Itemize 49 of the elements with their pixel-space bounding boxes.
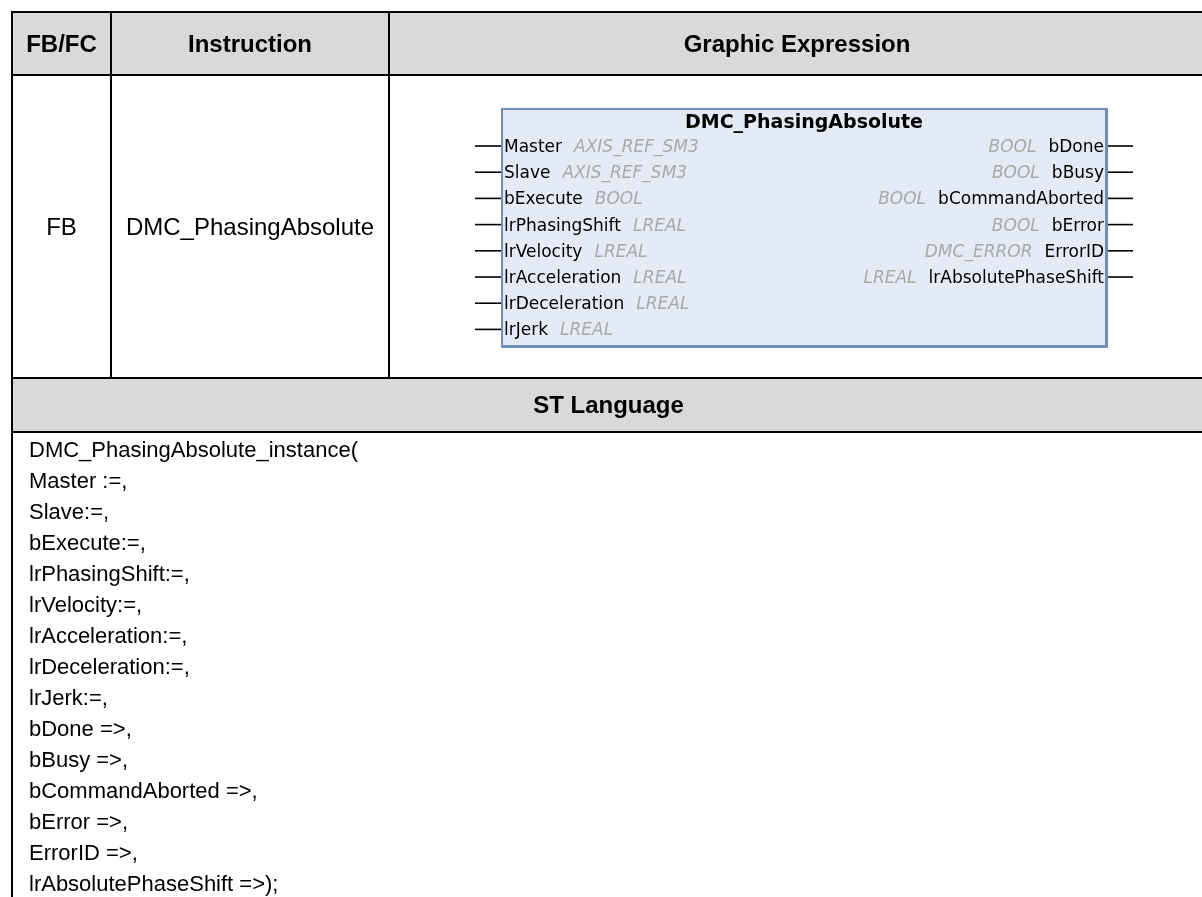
code-line: lrDeceleration:=, xyxy=(29,653,191,681)
code-line: lrPhasingShift:=, xyxy=(29,560,191,588)
code-line: bError =>, xyxy=(29,808,130,836)
output-pin-name: bError xyxy=(1051,213,1104,237)
header-cell: FB/FC xyxy=(11,11,112,76)
data-type: BOOL xyxy=(878,187,927,211)
input-pin-name: Slave xyxy=(504,161,551,185)
input-pin-name: lrAcceleration xyxy=(504,265,622,289)
data-type: LREAL xyxy=(632,213,687,237)
header-cell: Instruction xyxy=(110,11,390,76)
data-type: LREAL xyxy=(633,265,687,289)
output-pin-name: lrAbsolutePhaseShift xyxy=(928,265,1104,289)
data-type: AXIS_REF_SM3 xyxy=(562,161,688,185)
code-line: bDone =>, xyxy=(29,715,133,743)
code-line: lrAcceleration:=, xyxy=(29,622,189,650)
code-line: DMC_PhasingAbsolute_instance( xyxy=(29,436,359,464)
input-pin-name: lrDeceleration xyxy=(504,292,625,316)
code-line: ErrorID =>, xyxy=(29,839,139,867)
data-type: LREAL xyxy=(594,239,648,263)
data-type: BOOL xyxy=(991,161,1040,185)
code-line: bCommandAborted =>, xyxy=(29,777,259,805)
code-line: bBusy =>, xyxy=(29,746,130,774)
data-type: BOOL xyxy=(991,213,1040,237)
data-type: LREAL xyxy=(636,292,690,316)
header-cell: Graphic Expression xyxy=(388,11,1202,76)
input-pin-name: Master xyxy=(504,135,563,158)
data-type: AXIS_REF_SM3 xyxy=(574,135,699,159)
data-type: DMC_ERROR xyxy=(924,239,1033,264)
code-line: lrAbsolutePhaseShift =>); xyxy=(29,870,280,897)
data-type: BOOL xyxy=(988,135,1037,158)
input-pin-name: lrPhasingShift xyxy=(504,213,621,237)
code-line: lrJerk:=, xyxy=(29,684,109,712)
data-type: LREAL xyxy=(863,265,917,289)
code-line: bExecute:=, xyxy=(29,529,147,557)
function-block xyxy=(501,108,1108,348)
output-pin-name: bDone xyxy=(1048,135,1104,158)
input-pin-name: lrJerk xyxy=(504,318,549,342)
code-line: Master :=, xyxy=(29,467,129,495)
header-cell: ST Language xyxy=(11,377,1202,433)
code-line: Slave:=, xyxy=(29,498,111,526)
input-pin-name: bExecute xyxy=(504,187,583,211)
output-pin-name: bBusy xyxy=(1051,161,1104,185)
code-line: lrVelocity:=, xyxy=(29,591,144,619)
data-type: LREAL xyxy=(560,318,614,342)
input-pin-name: lrVelocity xyxy=(504,239,583,263)
output-pin-name: ErrorID xyxy=(1044,239,1104,263)
block-title: DMC_PhasingAbsolute xyxy=(684,110,924,133)
data-type: BOOL xyxy=(594,187,643,211)
output-pin-name: bCommandAborted xyxy=(938,187,1104,211)
